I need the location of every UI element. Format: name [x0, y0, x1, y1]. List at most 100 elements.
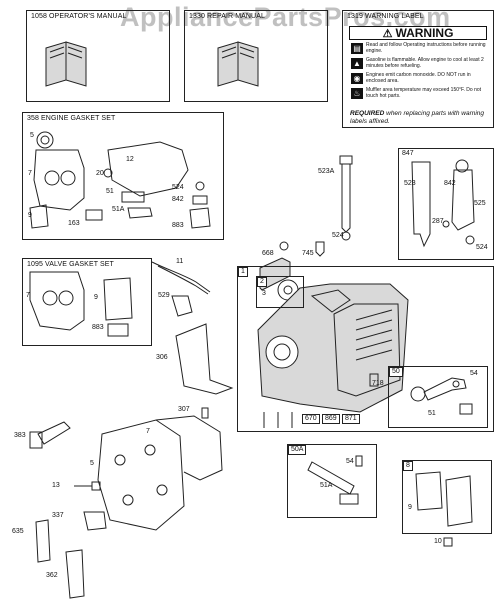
- part-306[interactable]: 306: [156, 354, 168, 361]
- part-842-assembly[interactable]: 842: [444, 180, 456, 187]
- washer-668: [279, 241, 289, 251]
- part-54-kit[interactable]: 54: [346, 458, 354, 465]
- repair-manual-box: 1330 REPAIR MANUAL: [184, 10, 328, 102]
- required-note: REQUIRED when replacing parts with warni…: [350, 110, 485, 125]
- part-869[interactable]: 869: [322, 414, 340, 424]
- rod-kit-50a-box: [287, 444, 377, 518]
- part-20[interactable]: 20: [96, 170, 104, 177]
- part-12[interactable]: 12: [126, 156, 134, 163]
- part-163[interactable]: 163: [68, 220, 80, 227]
- part-9[interactable]: 9: [28, 212, 32, 219]
- part-51a-kit[interactable]: 51A: [320, 482, 333, 489]
- operators-manual-box: 1058 OPERATOR'S MANUAL: [26, 10, 170, 102]
- part-287[interactable]: 287: [432, 218, 444, 225]
- operators-manual-book-icon: [45, 41, 87, 87]
- part-9-kit[interactable]: 9: [408, 504, 412, 511]
- warning-line-2: ▲ Gasoline is flammable. Allow engine to…: [349, 57, 487, 71]
- part-50[interactable]: 50: [389, 367, 403, 377]
- manual-read-icon: ▤: [351, 43, 363, 54]
- gasket-set-8: [415, 471, 473, 527]
- repair-manual-title: 1330 REPAIR MANUAL: [189, 13, 265, 20]
- part-7[interactable]: 7: [28, 170, 32, 177]
- rod-parts-50a: [307, 455, 363, 505]
- part-383[interactable]: 383: [14, 432, 26, 439]
- gasket-set-items: [29, 131, 211, 229]
- valve-gasket-set-box: 1095 VALVE GASKET SET: [22, 258, 152, 346]
- part-635[interactable]: 635: [12, 528, 24, 535]
- part-10[interactable]: 10: [434, 538, 442, 545]
- dipstick-assembly-847: [411, 159, 475, 248]
- part-842[interactable]: 842: [172, 196, 184, 203]
- part-525[interactable]: 525: [474, 200, 486, 207]
- warning-heading-text: WARNING: [395, 26, 454, 40]
- connecting-rod-box: [388, 366, 488, 428]
- part-524-assembly[interactable]: 524: [476, 244, 488, 251]
- part-7-valve[interactable]: 7: [26, 292, 30, 299]
- exhaust-fumes-icon: ◉: [351, 73, 363, 84]
- part-871[interactable]: 871: [342, 414, 360, 424]
- warning-triangle-icon: ⚠: [382, 27, 393, 40]
- head-and-plug-parts: [29, 415, 223, 599]
- engine-gasket-set-title: 358 ENGINE GASKET SET: [27, 115, 116, 122]
- bolt-307: [201, 407, 209, 419]
- warning-label-title: 1319 WARNING LABEL: [347, 13, 424, 20]
- part-524[interactable]: 524: [172, 184, 184, 191]
- engine-gasket-set-box: 358 ENGINE GASKET SET: [22, 112, 224, 240]
- breather-tube: [151, 261, 211, 293]
- dipstick-tube: [339, 155, 353, 241]
- part-7-head[interactable]: 7: [146, 428, 150, 435]
- part-50a[interactable]: 50A: [288, 445, 307, 455]
- short-block-box: [237, 266, 494, 432]
- part-2[interactable]: 2: [257, 277, 267, 287]
- valve-gasket-items: [29, 271, 133, 337]
- part-847[interactable]: 847: [402, 150, 414, 157]
- screw-10: [443, 537, 453, 547]
- connecting-rod: [410, 377, 473, 415]
- part-523[interactable]: 523: [404, 180, 416, 187]
- repair-manual-book-icon: [217, 41, 259, 87]
- warning-line-1: ▤ Read and follow Operating instructions…: [349, 42, 487, 56]
- leader-lines: [263, 412, 293, 428]
- hot-surface-icon: ♨: [351, 88, 363, 99]
- seal-box-2: [256, 276, 304, 308]
- elbow-529: [171, 295, 193, 317]
- part-3[interactable]: 3: [262, 290, 266, 297]
- part-718[interactable]: 718: [372, 380, 384, 387]
- part-51a[interactable]: 51A: [112, 206, 125, 213]
- bracket-306: [175, 323, 234, 395]
- part-11[interactable]: 11: [176, 258, 184, 265]
- part-8[interactable]: 8: [403, 461, 413, 471]
- part-523a[interactable]: 523A: [318, 168, 335, 175]
- part-883[interactable]: 883: [172, 222, 184, 229]
- part-668[interactable]: 668: [262, 250, 274, 257]
- warning-line-3: ◉ Engines emit carbon monoxide. DO NOT r…: [349, 72, 487, 86]
- bolt-745: [315, 241, 325, 257]
- part-13[interactable]: 13: [52, 482, 60, 489]
- part-337[interactable]: 337: [52, 512, 64, 519]
- warning-label-box: 1319 WARNING LABEL: [342, 10, 494, 128]
- part-307[interactable]: 307: [178, 406, 190, 413]
- assembly-847-box: [398, 148, 494, 260]
- part-670[interactable]: 670: [302, 414, 320, 424]
- part-524-dipstick[interactable]: 524: [332, 232, 344, 239]
- part-5[interactable]: 5: [30, 132, 34, 139]
- part-362[interactable]: 362: [46, 572, 58, 579]
- part-54[interactable]: 54: [470, 370, 478, 377]
- gasket-kit-8-box: [402, 460, 492, 534]
- part-51[interactable]: 51: [106, 188, 114, 195]
- warning-line-4: ♨ Muffler area temperature may exceed 15…: [349, 87, 487, 101]
- watermark: AppliancePartsPros.com: [120, 2, 451, 32]
- part-1[interactable]: 1: [238, 267, 248, 277]
- part-745[interactable]: 745: [302, 250, 314, 257]
- operators-manual-title: 1058 OPERATOR'S MANUAL: [31, 13, 127, 20]
- warning-heading: ⚠ WARNING: [349, 26, 487, 40]
- part-883-valve[interactable]: 883: [92, 324, 104, 331]
- part-5-head[interactable]: 5: [90, 460, 94, 467]
- flame-icon: ▲: [351, 58, 363, 69]
- part-51-rod[interactable]: 51: [428, 410, 436, 417]
- part-9-valve[interactable]: 9: [94, 294, 98, 301]
- part-529[interactable]: 529: [158, 292, 170, 299]
- valve-gasket-set-title: 1095 VALVE GASKET SET: [27, 261, 114, 268]
